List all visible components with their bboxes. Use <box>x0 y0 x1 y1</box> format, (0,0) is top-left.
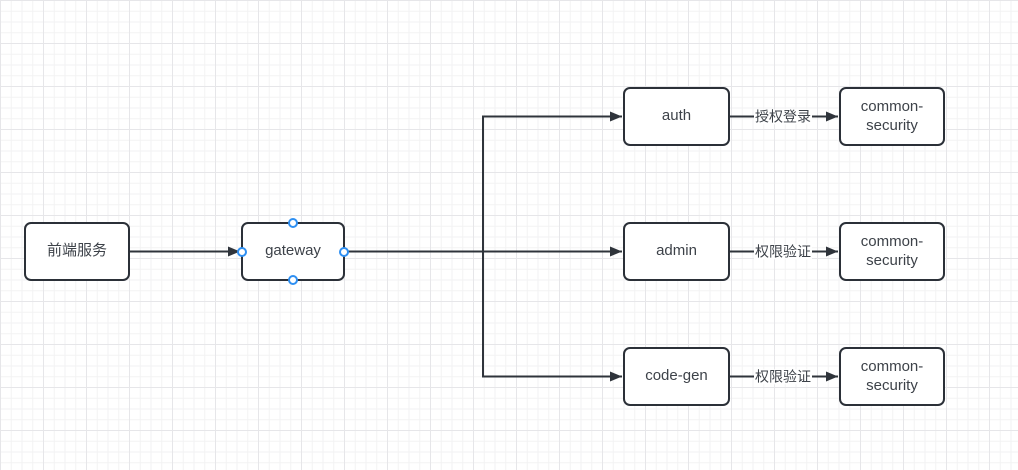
node-gateway-label: gateway <box>265 242 321 260</box>
edge-gateway-auth[interactable] <box>482 111 622 252</box>
node-gateway[interactable]: gateway <box>237 218 349 285</box>
node-auth-label: auth <box>661 107 692 125</box>
node-codegen[interactable]: code-gen <box>623 347 730 406</box>
node-commonsecurity-codegen-label: common-security <box>860 357 924 394</box>
connection-handle-right-icon[interactable] <box>339 246 349 257</box>
node-admin-label: admin <box>656 242 697 260</box>
node-frontend-label: 前端服务 <box>46 242 107 260</box>
node-auth[interactable]: auth <box>623 87 730 146</box>
node-commonsecurity-admin-label: common-security <box>860 232 924 269</box>
node-codegen-label: code-gen <box>645 367 708 385</box>
node-frontend[interactable]: 前端服务 <box>24 222 130 281</box>
node-commonsecurity-auth-label: common-security <box>860 97 924 134</box>
edge-label-admin-permission[interactable]: 权限验证 <box>754 242 812 260</box>
connection-handle-bottom-icon[interactable] <box>288 275 298 285</box>
node-commonsecurity-auth[interactable]: common-security <box>839 87 945 146</box>
edge-label-auth-login[interactable]: 授权登录 <box>754 108 812 125</box>
node-admin[interactable]: admin <box>623 222 730 281</box>
node-commonsecurity-codegen[interactable]: common-security <box>839 347 945 406</box>
node-commonsecurity-admin[interactable]: common-security <box>839 222 945 281</box>
connection-handle-top-icon[interactable] <box>288 218 298 228</box>
edge-label-codegen-permission[interactable]: 权限验证 <box>754 367 812 385</box>
edge-gateway-codegen[interactable] <box>482 251 622 382</box>
connection-handle-left-icon[interactable] <box>237 246 247 257</box>
